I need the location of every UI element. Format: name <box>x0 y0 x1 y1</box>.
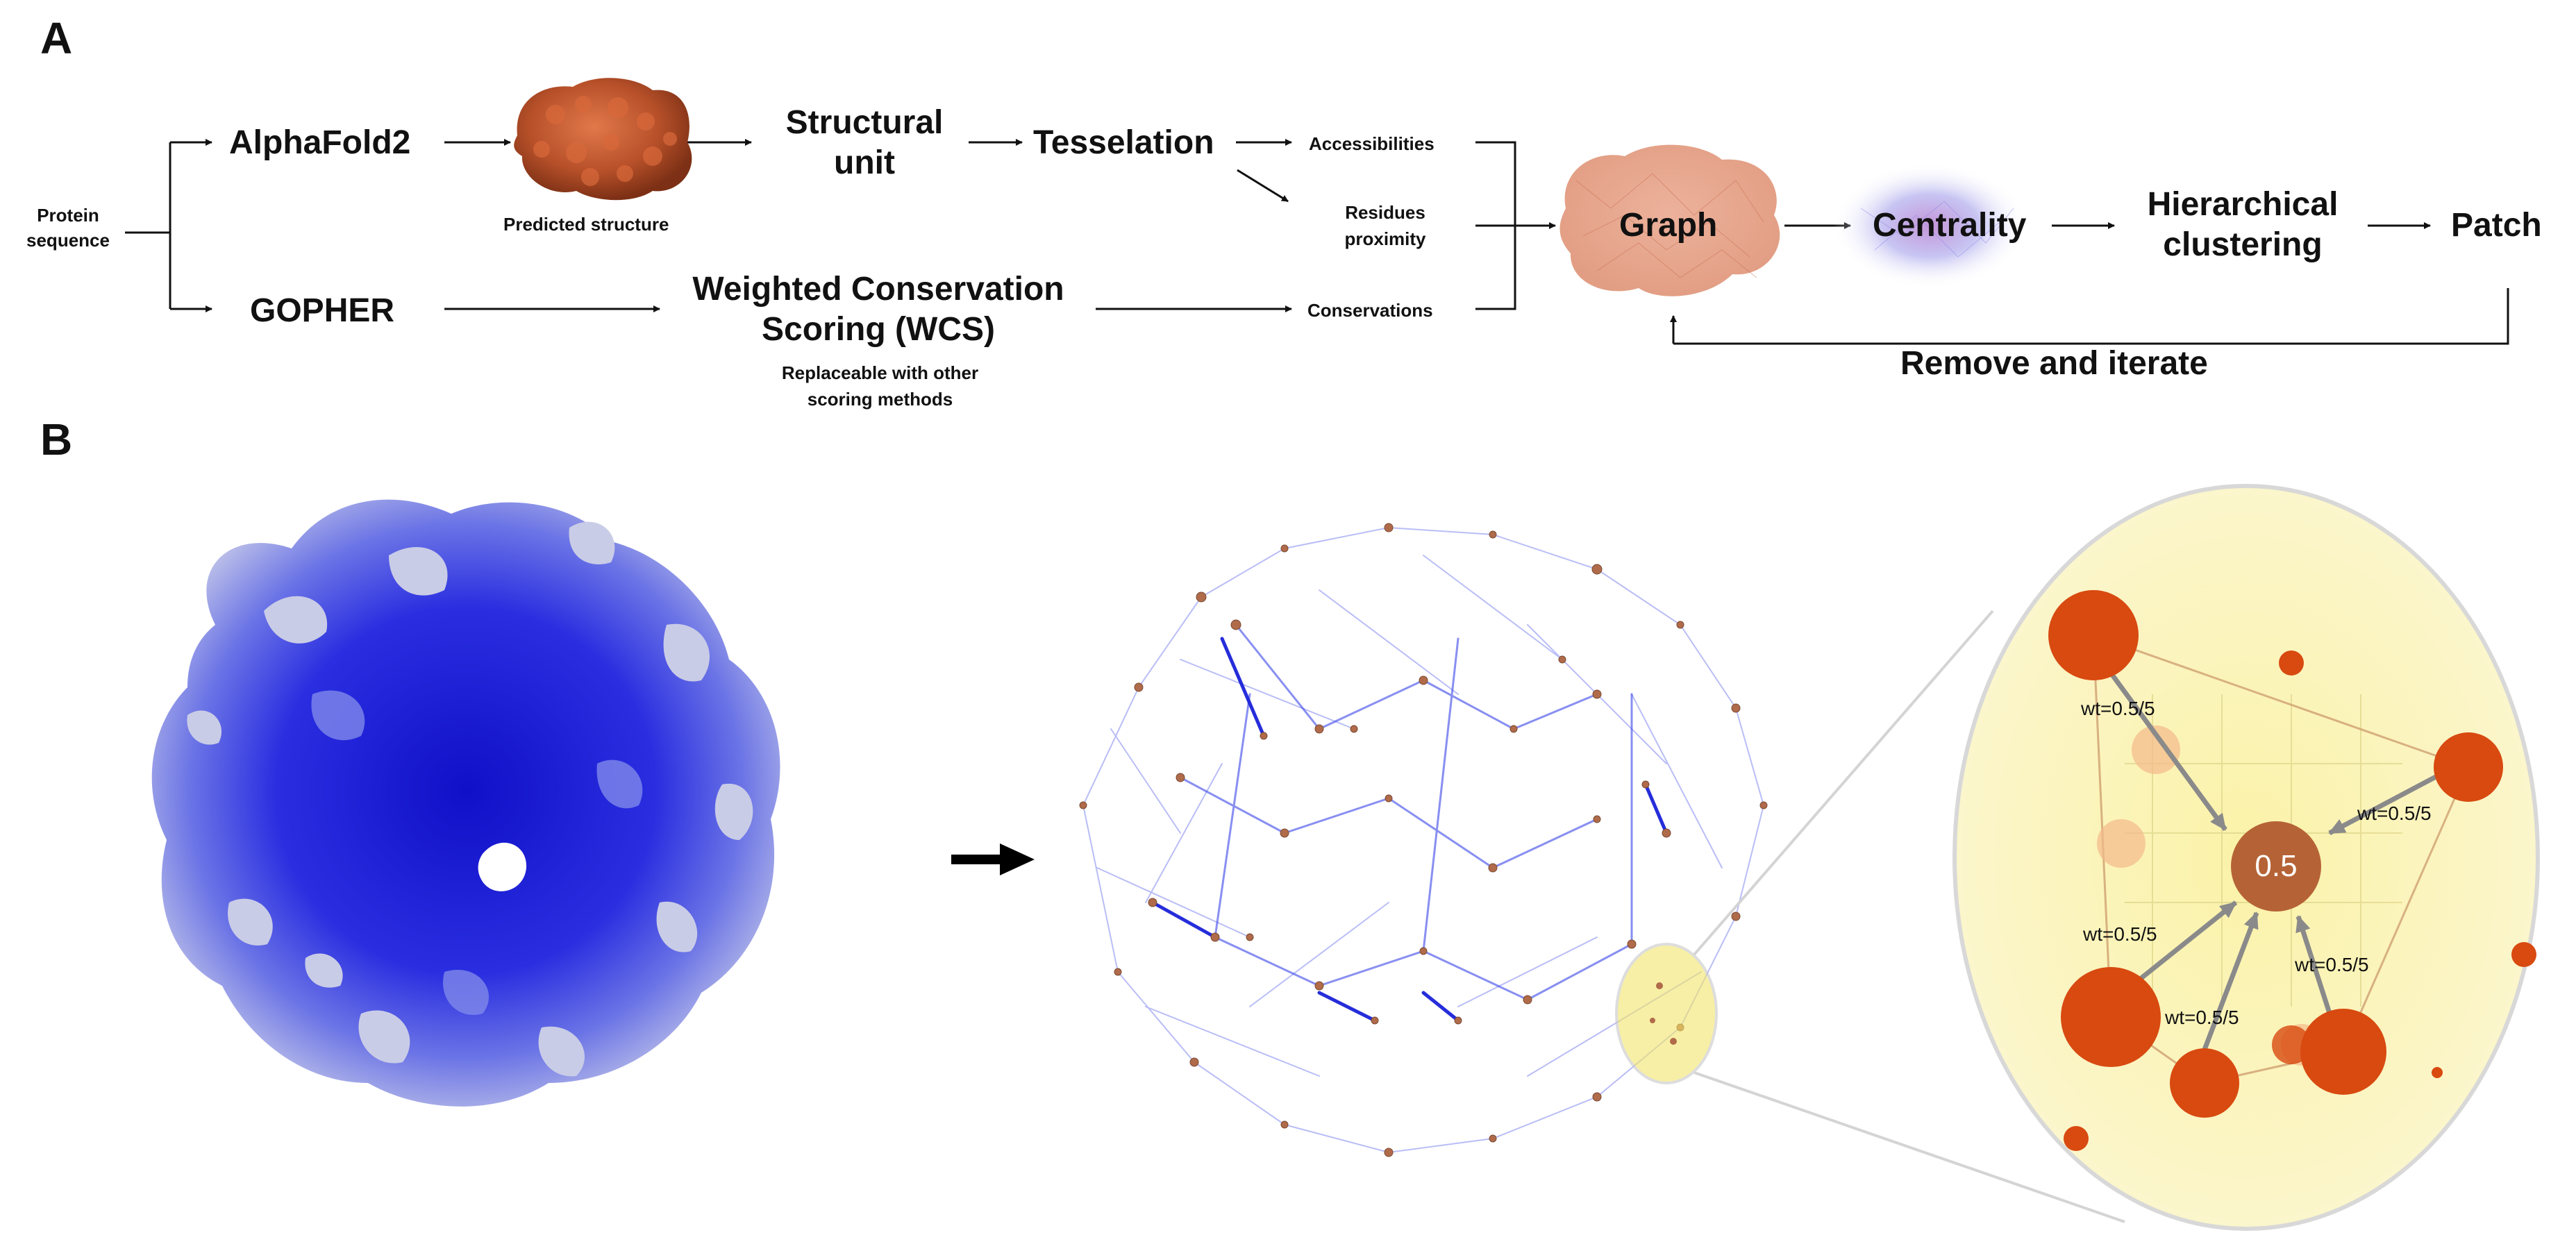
wcs-note: Replaceable with other scoring methods <box>781 362 979 410</box>
tesselation-node: Tesselation <box>1033 124 1214 161</box>
patch-node: Patch <box>2451 207 2542 244</box>
panel-label-b: B <box>40 414 73 464</box>
predicted-structure-caption: Predicted structure <box>503 214 669 235</box>
center-node-value: 0.5 <box>2255 849 2298 883</box>
edge-label-3: wt=0.5/5 <box>2083 923 2157 945</box>
hierarchical-clustering-node: Hierarchical clustering <box>2147 186 2339 263</box>
residues-proximity-label: Residues proximity <box>1344 202 1426 249</box>
structural-unit-node: Structural unit <box>785 104 944 181</box>
protein-sequence-label: Protein sequence <box>26 205 110 251</box>
edge-label-5: wt=0.5/5 <box>2165 1007 2239 1028</box>
wcs-node: Weighted Conservation Scoring (WCS) <box>692 271 1064 348</box>
remove-iterate-label: Remove and iterate <box>1900 345 2208 382</box>
gopher-node: GOPHER <box>250 292 395 329</box>
accessibilities-label: Accessibilities <box>1309 133 1435 154</box>
edge-label-4: wt=0.5/5 <box>2295 954 2369 975</box>
edge-label-1: wt=0.5/5 <box>2081 698 2155 719</box>
panel-label-a: A <box>40 13 73 63</box>
alphafold-node: AlphaFold2 <box>229 124 411 161</box>
edge-label-2: wt=0.5/5 <box>2357 803 2432 824</box>
centrality-node: Centrality <box>1873 207 2027 244</box>
conservations-label: Conservations <box>1307 300 1433 321</box>
graph-node: Graph <box>1619 207 1718 244</box>
